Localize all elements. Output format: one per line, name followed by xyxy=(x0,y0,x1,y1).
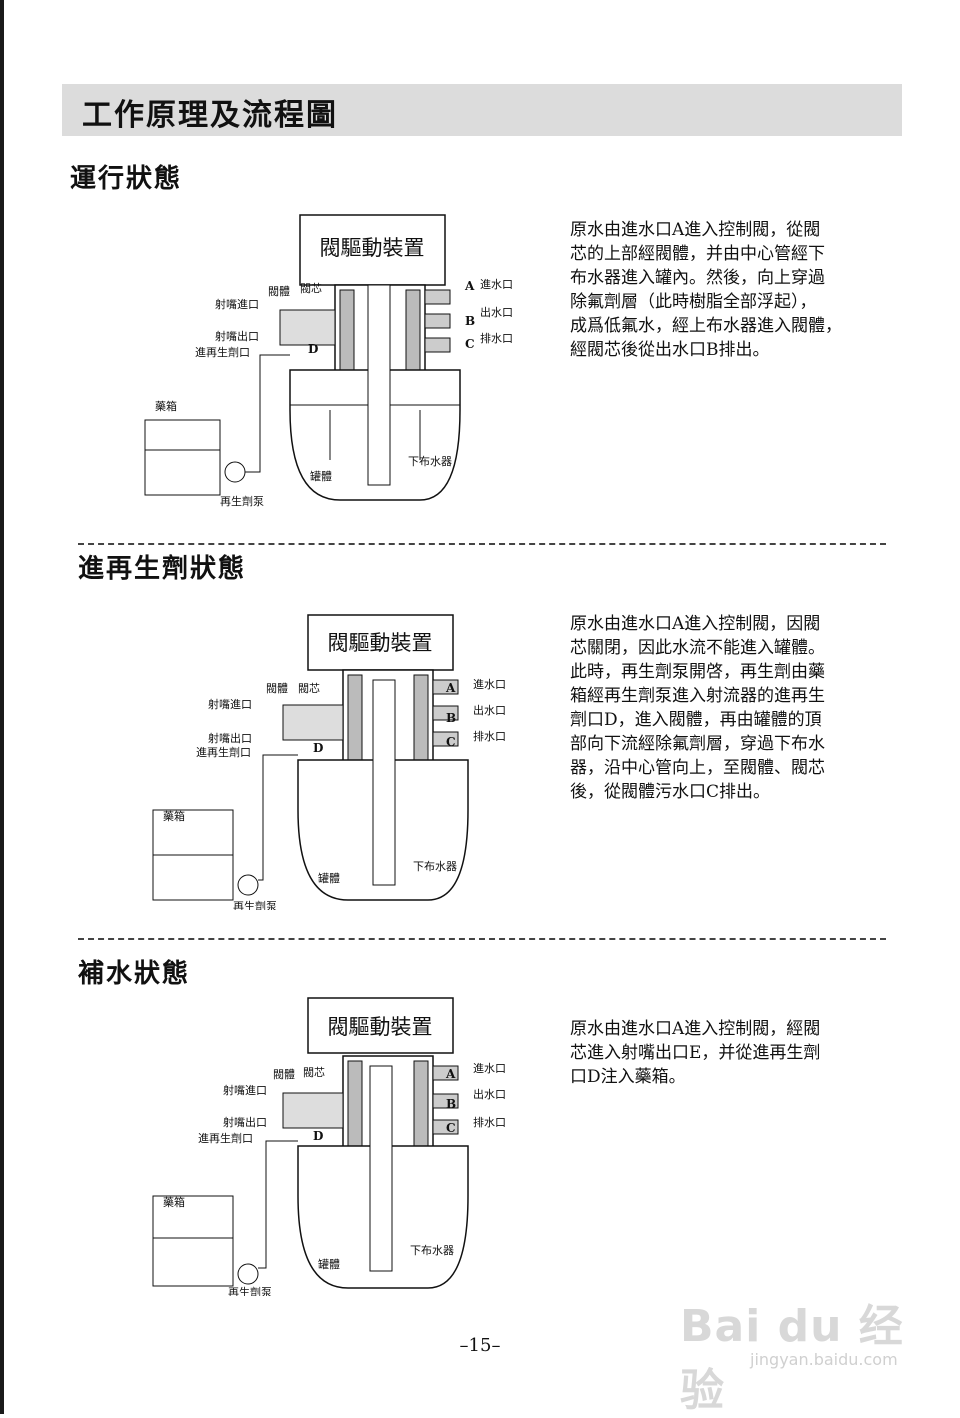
svg-text:罐體: 罐體 xyxy=(310,470,332,483)
svg-text:C: C xyxy=(446,735,456,749)
page-edge-line xyxy=(0,0,4,1414)
watermark-brand: Bai du 经验 xyxy=(680,1301,904,1416)
svg-text:進再生劑口: 進再生劑口 xyxy=(195,345,250,359)
svg-text:進水口: 進水口 xyxy=(480,278,513,291)
svg-text:排水口: 排水口 xyxy=(480,331,513,345)
drive-label: 閥驅動裝置 xyxy=(320,236,425,260)
svg-text:閥驅動裝置: 閥驅動裝置 xyxy=(328,1015,433,1039)
svg-text:再生劑泵: 再生劑泵 xyxy=(228,1285,272,1296)
section-heading-regen: 進再生劑狀態 xyxy=(78,554,247,584)
svg-text:出水口: 出水口 xyxy=(473,1087,506,1101)
svg-text:A: A xyxy=(464,279,475,293)
svg-text:藥箱: 藥箱 xyxy=(155,399,177,413)
section-heading-running: 運行狀態 xyxy=(70,164,183,194)
svg-text:射嘴出口: 射嘴出口 xyxy=(208,731,252,745)
svg-text:排水口: 排水口 xyxy=(473,729,506,743)
svg-text:閥體: 閥體 xyxy=(266,682,288,695)
page-title: 工作原理及流程圖 xyxy=(82,98,338,133)
svg-text:藥箱: 藥箱 xyxy=(163,1195,185,1209)
svg-text:下布水器: 下布水器 xyxy=(408,455,452,468)
svg-text:閥芯: 閥芯 xyxy=(303,1065,325,1079)
diagram-running: 閥驅動裝置 藥箱 再生劑泵 罐體 下布水器 閥體 閥芯 射嘴進口 射嘴出口 進再… xyxy=(140,210,520,510)
svg-text:射嘴進口: 射嘴進口 xyxy=(215,297,259,311)
svg-text:出水口: 出水口 xyxy=(473,703,506,717)
svg-text:進再生劑口: 進再生劑口 xyxy=(198,1131,253,1145)
svg-text:出水口: 出水口 xyxy=(480,305,513,319)
svg-text:罐體: 罐體 xyxy=(318,872,340,885)
section-text-refill: 原水由進水口A進入控制閥，經閥 芯進入射嘴出口E，并從進再生劑 口D注入藥箱。 xyxy=(570,1019,821,1087)
svg-text:進水口: 進水口 xyxy=(473,678,506,691)
svg-text:進水口: 進水口 xyxy=(473,1062,506,1075)
svg-text:B: B xyxy=(465,314,475,328)
svg-text:閥芯: 閥芯 xyxy=(300,281,322,295)
section-heading-refill: 補水狀態 xyxy=(78,959,191,989)
svg-text:排水口: 排水口 xyxy=(473,1115,506,1129)
svg-text:C: C xyxy=(465,337,475,351)
page-number: –15– xyxy=(459,1335,501,1356)
svg-text:射嘴進口: 射嘴進口 xyxy=(223,1083,267,1097)
svg-text:射嘴進口: 射嘴進口 xyxy=(208,697,252,711)
svg-text:B: B xyxy=(446,711,456,725)
title-bar: 工作原理及流程圖 xyxy=(62,84,902,136)
section-divider xyxy=(78,938,886,940)
svg-text:下布水器: 下布水器 xyxy=(410,1244,454,1257)
svg-text:藥箱: 藥箱 xyxy=(163,809,185,823)
drive-box xyxy=(299,214,446,286)
svg-text:A: A xyxy=(445,1067,456,1081)
svg-text:B: B xyxy=(446,1097,456,1111)
svg-text:C: C xyxy=(446,1121,456,1135)
svg-text:罐體: 罐體 xyxy=(318,1258,340,1271)
svg-text:A: A xyxy=(445,681,456,695)
svg-text:閥驅動裝置: 閥驅動裝置 xyxy=(328,631,433,655)
svg-text:進再生劑口: 進再生劑口 xyxy=(196,745,251,759)
svg-text:閥芯: 閥芯 xyxy=(298,681,320,695)
svg-text:射嘴出口: 射嘴出口 xyxy=(215,329,259,343)
svg-text:D: D xyxy=(313,741,323,755)
svg-text:再生劑泵: 再生劑泵 xyxy=(233,899,277,910)
svg-text:D: D xyxy=(313,1129,323,1143)
section-text-running: 原水由進水口A進入控制閥，從閥 芯的上部經閥體，并由中心管經下 布水器進入罐內。… xyxy=(570,220,842,360)
diagram-refill: 閥驅動裝置 藥箱 再生劑泵 罐體 下布水器 閥體 閥芯 射嘴進口 射嘴出口 進再… xyxy=(148,996,528,1296)
svg-text:射嘴出口: 射嘴出口 xyxy=(223,1115,267,1129)
diagram-regen: 閥驅動裝置 藥箱 再生劑泵 罐體 下布水器 閥體 閥芯 射嘴進口 射嘴出口 進再… xyxy=(148,610,528,910)
watermark-url: jingyan.baidu.com xyxy=(750,1350,898,1369)
section-text-regen: 原水由進水口A進入控制閥，因閥 芯關閉，因此水流不能進入罐體。 此時，再生劑泵開… xyxy=(570,614,825,802)
svg-text:閥體: 閥體 xyxy=(268,285,290,298)
svg-text:再生劑泵: 再生劑泵 xyxy=(220,494,264,508)
svg-text:下布水器: 下布水器 xyxy=(413,860,457,873)
svg-text:閥體: 閥體 xyxy=(273,1068,295,1081)
section-divider xyxy=(78,543,886,545)
svg-text:D: D xyxy=(308,342,318,356)
